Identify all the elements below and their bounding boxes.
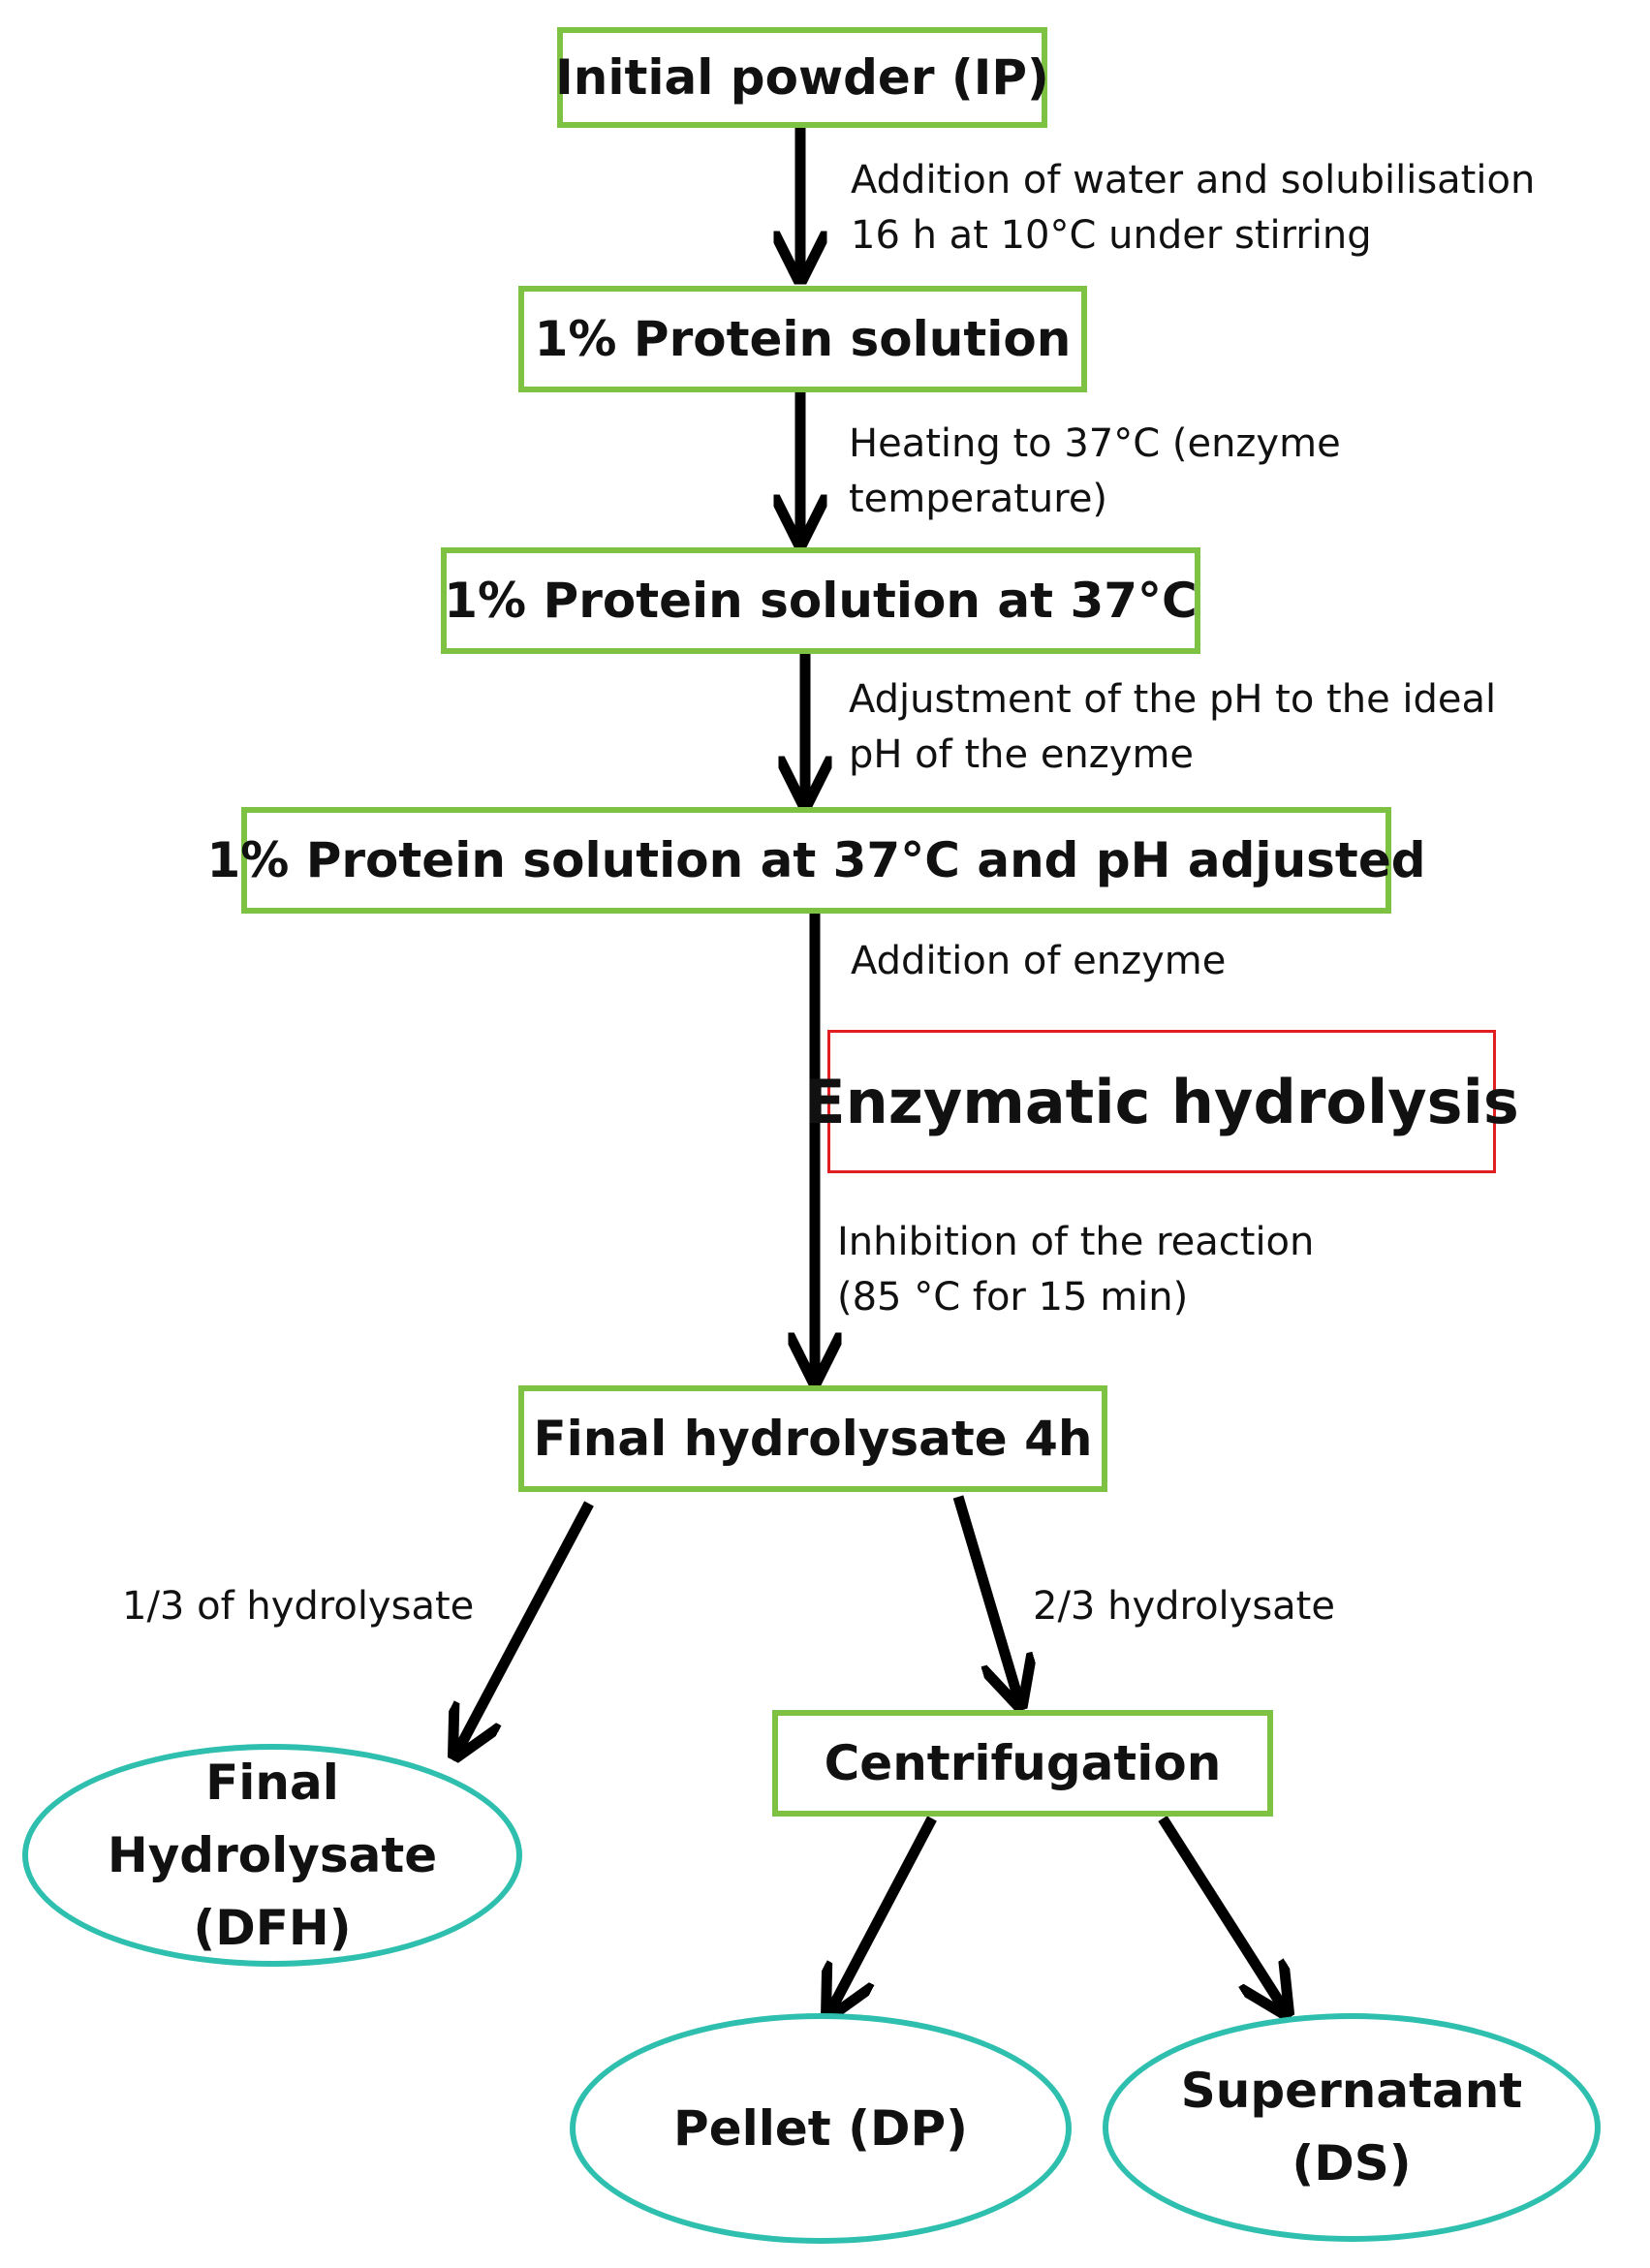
one-third-note: 1/3 of hydrolysate — [122, 1579, 474, 1634]
arrow-final-to-dfh — [455, 1501, 594, 1755]
final-hydrolysate-4h-box: Final hydrolysate 4h — [518, 1385, 1107, 1492]
inhibition-line-2: (85 °C for 15 min) — [837, 1275, 1189, 1320]
supernatant-line-2: (DS) — [1292, 2135, 1412, 2191]
heating-note: Heating to 37°C (enzyme temperature) — [849, 417, 1341, 527]
final-hydrolysate-line-2: Hydrolysate — [107, 1826, 438, 1883]
supernatant-line-1: Supernatant — [1180, 2063, 1523, 2119]
heating-line-1: Heating to 37°C (enzyme — [849, 421, 1341, 466]
initial-powder-box: Initial powder (IP) — [555, 27, 1049, 128]
protein-solution-label: 1% Protein solution — [534, 311, 1072, 367]
water-addition-note: Addition of water and solubilisation 16 … — [851, 153, 1535, 264]
two-thirds-note: 2/3 hydrolysate — [1033, 1579, 1335, 1634]
final-hydrolysate-line-1: Final — [205, 1754, 339, 1811]
arrow-centrifugation-to-pellet — [828, 1816, 937, 2015]
enzymatic-hydrolysis-label: Enzymatic hydrolysis — [804, 1066, 1519, 1137]
final-hydrolysate-ellipse: Final Hydrolysate (DFH) — [22, 1744, 522, 1967]
enzymatic-hydrolysis-box: Enzymatic hydrolysis — [804, 1030, 1519, 1173]
ph-adjustment-note: Adjustment of the pH to the ideal pH of … — [849, 672, 1496, 783]
inhibition-line-1: Inhibition of the reaction — [837, 1220, 1315, 1264]
inhibition-note: Inhibition of the reaction (85 °C for 15… — [837, 1215, 1314, 1325]
one-third-line-1: 1/3 of hydrolysate — [122, 1584, 475, 1629]
two-thirds-line-1: 2/3 hydrolysate — [1033, 1584, 1335, 1629]
enzyme-addition-note: Addition of enzyme — [851, 934, 1226, 989]
pellet-label: Pellet (DP) — [673, 2099, 968, 2157]
ph-adjustment-line-2: pH of the enzyme — [849, 732, 1195, 777]
final-hydrolysate-line-3: (DFH) — [193, 1899, 352, 1956]
centrifugation-box: Centrifugation — [772, 1710, 1273, 1817]
protein-solution-37-box: 1% Protein solution at 37°C — [441, 547, 1200, 654]
enzyme-addition-line-1: Addition of enzyme — [851, 939, 1227, 983]
ph-adjustment-line-1: Adjustment of the pH to the ideal — [849, 677, 1497, 722]
water-addition-line-1: Addition of water and solubilisation — [851, 158, 1536, 202]
arrow-centrifugation-to-supernatant — [1158, 1816, 1287, 2013]
heating-line-2: temperature) — [849, 477, 1108, 521]
water-addition-line-2: 16 h at 10°C under stirring — [851, 213, 1372, 258]
arrow-final-to-centrifugation — [952, 1495, 1020, 1705]
initial-powder-label: Initial powder (IP) — [555, 49, 1049, 106]
protein-solution-box: 1% Protein solution — [518, 286, 1087, 392]
supernatant-ellipse: Supernatant (DS) — [1103, 2013, 1601, 2242]
protein-solution-37-ph-label: 1% Protein solution at 37°C and pH adjus… — [206, 832, 1426, 888]
pellet-ellipse: Pellet (DP) — [570, 2013, 1072, 2244]
final-hydrolysate-4h-label: Final hydrolysate 4h — [533, 1411, 1093, 1467]
protein-solution-37-ph-box: 1% Protein solution at 37°C and pH adjus… — [206, 807, 1426, 914]
centrifugation-label: Centrifugation — [824, 1735, 1222, 1791]
protein-solution-37-label: 1% Protein solution at 37°C — [444, 573, 1198, 629]
